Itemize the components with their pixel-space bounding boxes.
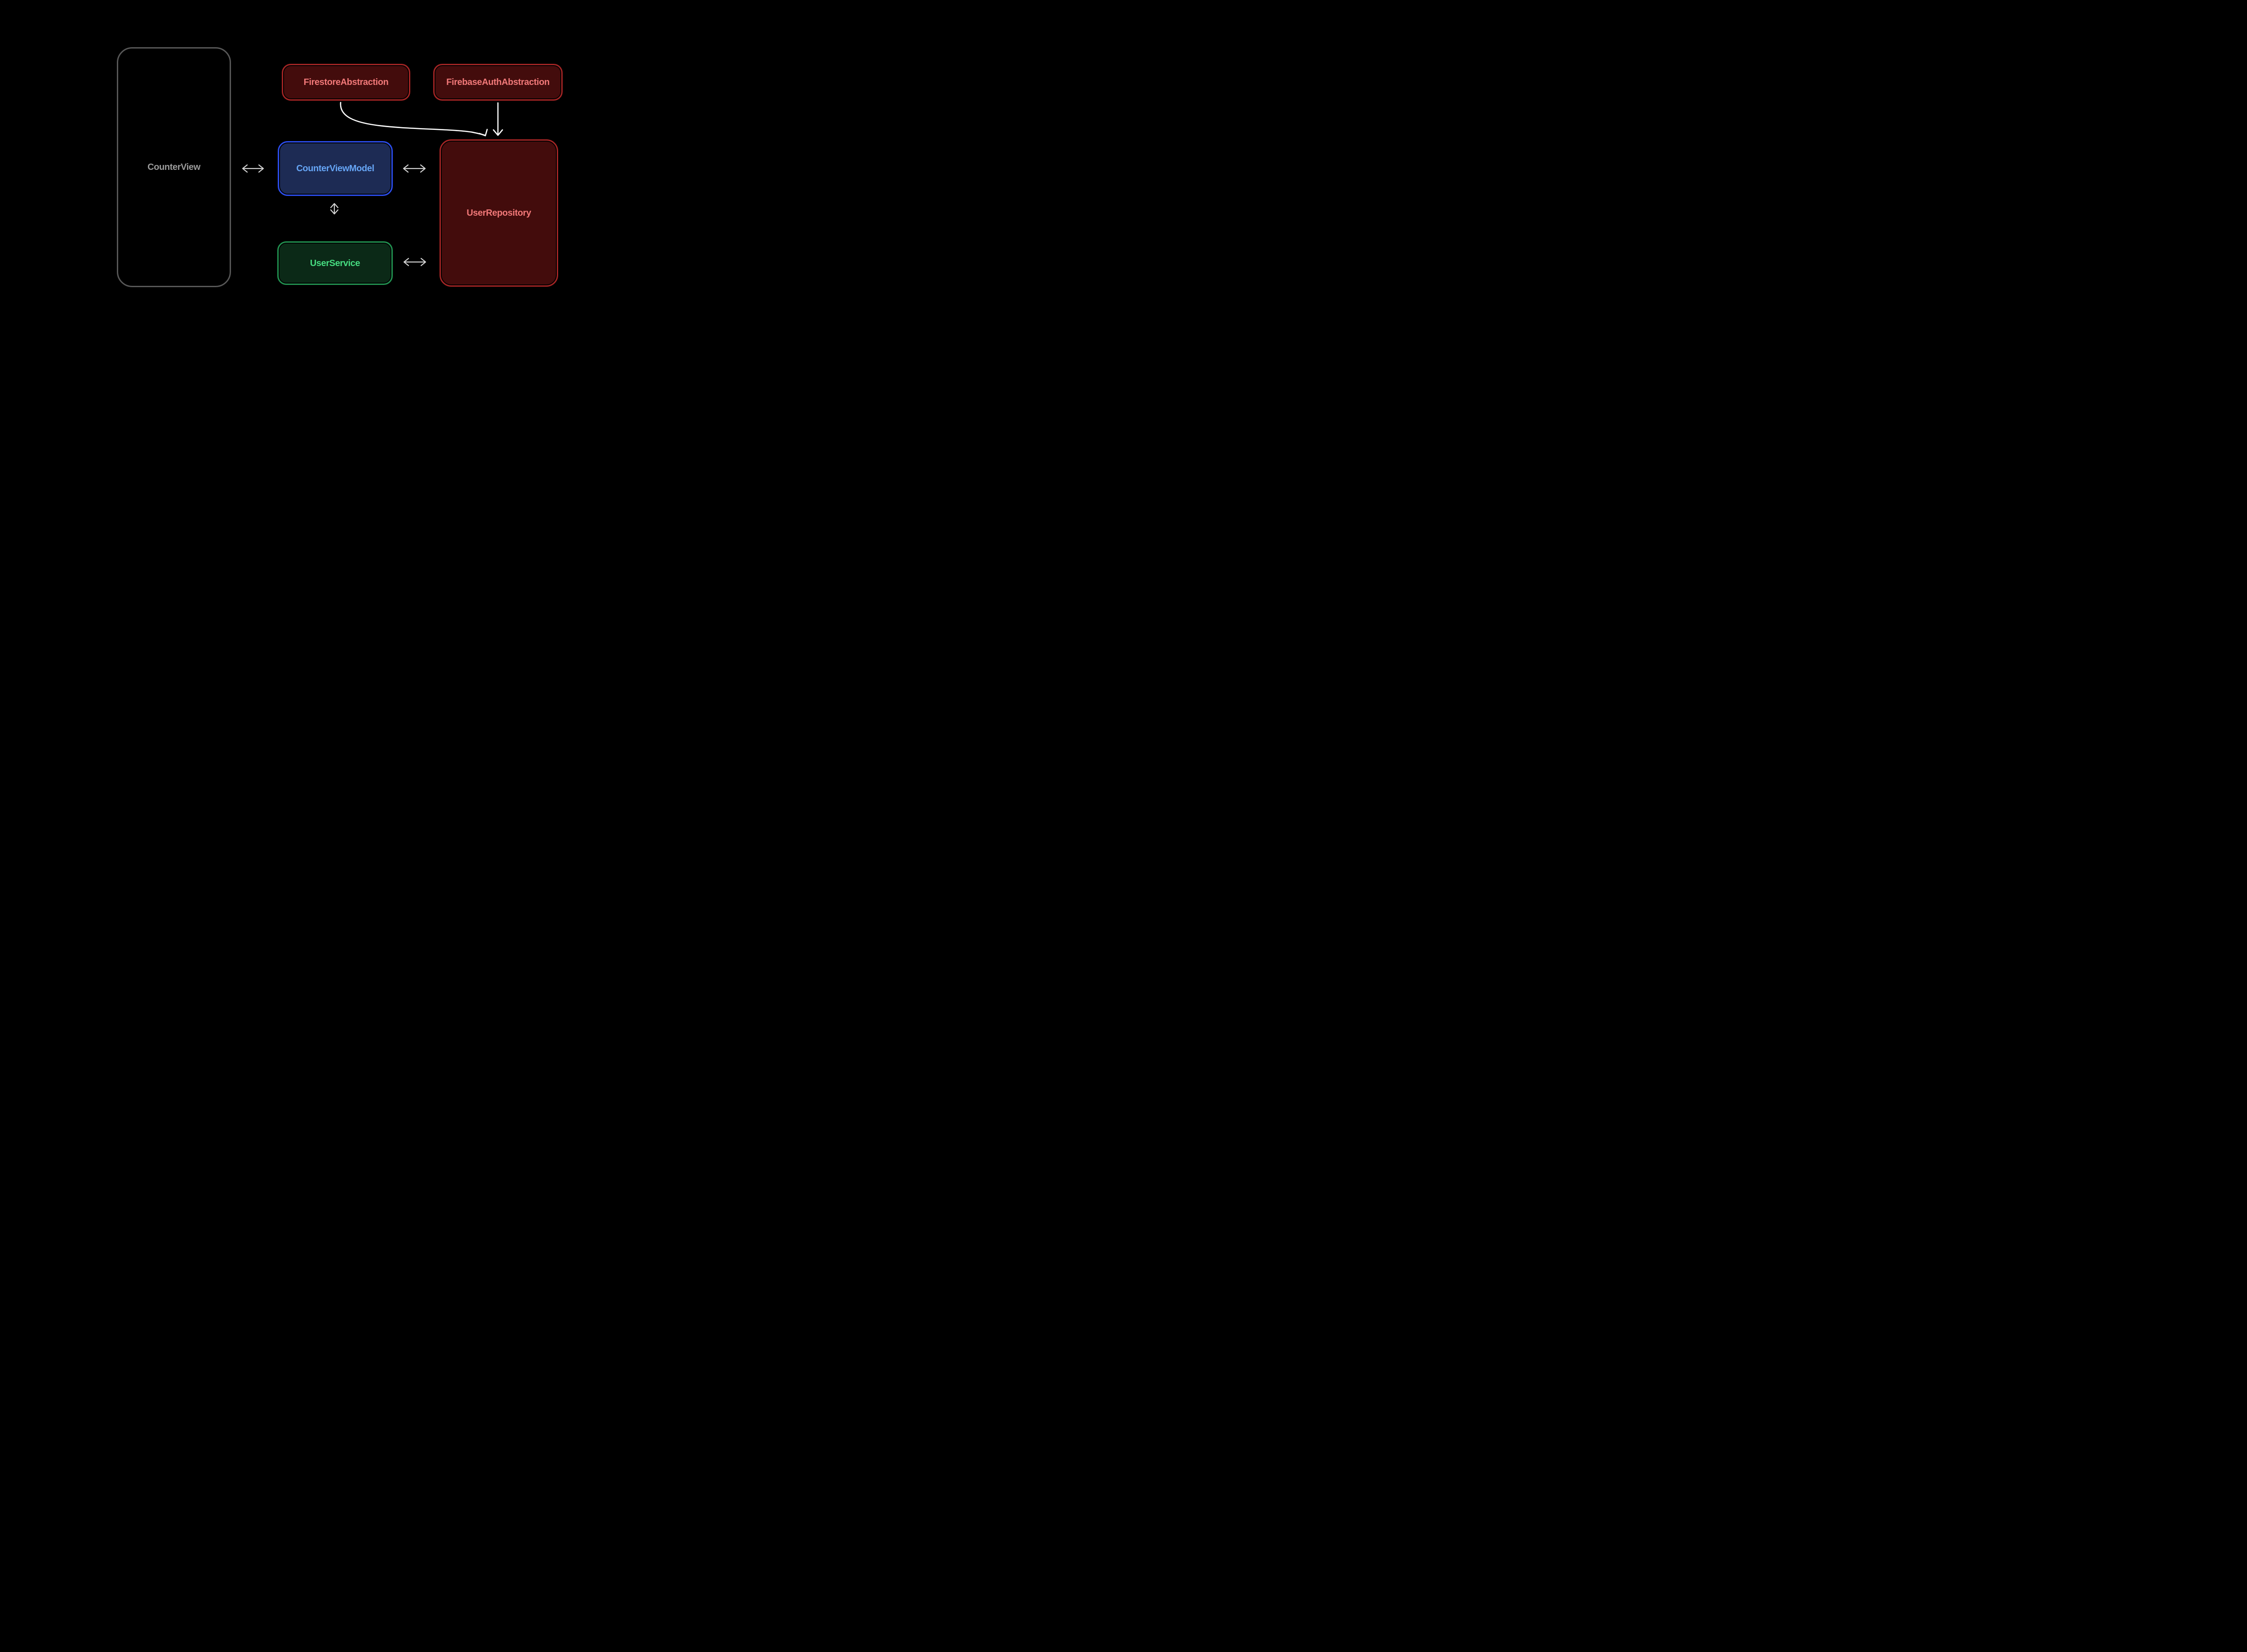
arrowhead-left-icon <box>403 258 409 266</box>
arrowhead-icon <box>479 129 488 137</box>
arrowhead-left-icon <box>403 164 409 173</box>
arrowhead-right-icon <box>420 258 426 266</box>
node-user-repository-label: UserRepository <box>466 208 531 218</box>
node-counter-view-model: CounterViewModel <box>278 141 393 196</box>
node-counter-view-model-label: CounterViewModel <box>296 164 374 173</box>
edge-firestoreabstraction-userrepository <box>340 102 488 137</box>
node-counter-view: CounterView <box>117 47 231 287</box>
node-firebase-auth-abstraction: FirebaseAuthAbstraction <box>433 64 563 101</box>
node-firebase-auth-abstraction-label: FirebaseAuthAbstraction <box>446 77 550 87</box>
node-counter-view-label: CounterView <box>147 162 200 172</box>
node-user-service-label: UserService <box>310 258 360 268</box>
edge-counterview-counterviewmodel <box>242 164 264 173</box>
arrowhead-left-icon <box>242 164 248 173</box>
arrowhead-right-icon <box>258 164 264 173</box>
curved-arrow-shaft <box>340 102 486 136</box>
node-firestore-abstraction: FirestoreAbstraction <box>282 64 410 101</box>
arrowhead-down-icon <box>330 209 339 215</box>
node-user-service: UserService <box>277 241 393 285</box>
edge-userservice-userrepository <box>403 258 426 266</box>
arrowhead-right-icon <box>420 164 426 173</box>
edge-counterviewmodel-userservice <box>330 203 339 215</box>
edge-counterviewmodel-userrepository <box>403 164 426 173</box>
node-user-repository: UserRepository <box>440 139 558 287</box>
diagram-canvas: CounterView FirestoreAbstraction Firebas… <box>0 0 668 330</box>
edge-firebaseauthabstraction-userrepository <box>493 102 503 136</box>
arrowhead-up-icon <box>330 203 339 209</box>
node-firestore-abstraction-label: FirestoreAbstraction <box>303 77 389 87</box>
arrowhead-icon <box>493 129 503 136</box>
